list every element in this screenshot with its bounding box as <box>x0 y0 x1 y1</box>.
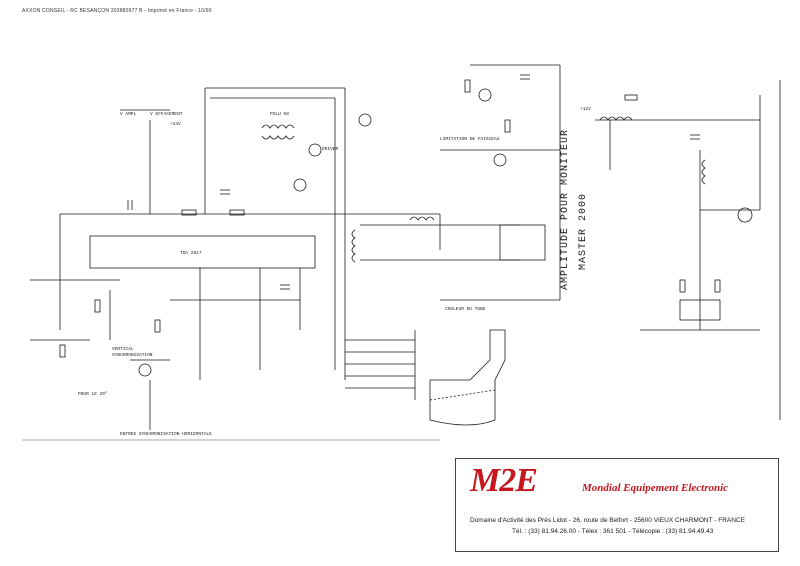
company-name: Mondial Equipement Electronic <box>582 482 729 494</box>
printer-imprint: AXXON CONSEIL - RC BESANÇON 303880977 B … <box>22 8 212 14</box>
pour-le-29-label: POUR LE 29" <box>78 391 108 397</box>
plus12-label: +12V <box>580 106 591 112</box>
ic-tda2817 <box>89 235 316 269</box>
entree-label: ENTREE SYNCHRONISATION HORIZONTALE <box>120 431 212 437</box>
title-block <box>455 458 779 552</box>
v-ampl-label: V AMPL <box>120 111 137 117</box>
sync-label: SYNCHRONISATION <box>112 352 153 358</box>
limitation-label: LIMITATION DE FAISCEAU <box>440 136 500 142</box>
diagram-title: AMPLITUDE POUR MONITEUR <box>560 128 571 290</box>
tube-label: COULEUR DU TUBE <box>445 306 486 312</box>
plus24-label: +24V <box>170 121 181 127</box>
company-address: Domaine d'Activité des Prés Lidot - 26, … <box>470 517 745 524</box>
amp-ref-label: PGLU 58 <box>270 111 289 117</box>
driver-label: DRIVER <box>322 146 339 152</box>
company-phone: Tél. : (33) 81.94.26.00 - Télex : 361 50… <box>512 528 714 535</box>
v-effacement-label: V EFFACEMENT <box>150 111 183 117</box>
ic-label: TDA 2817 <box>180 250 202 256</box>
diagram-subtitle: MASTER 2000 <box>578 192 589 270</box>
m2e-logo: M2E <box>470 462 538 499</box>
vertical-label: VERTICAL <box>112 346 134 352</box>
